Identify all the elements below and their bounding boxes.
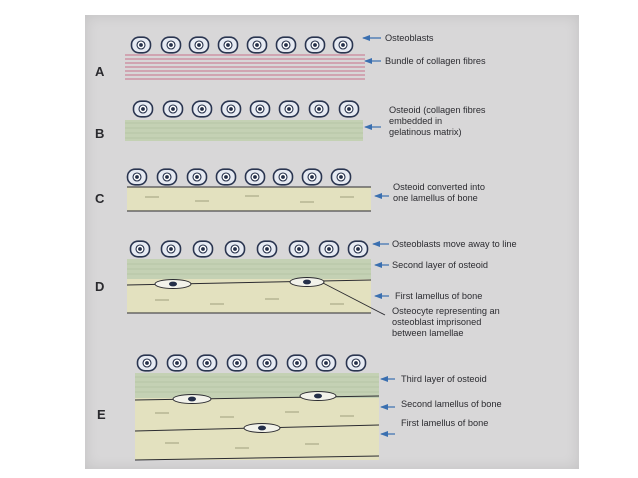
svg-text:Second layer of osteoid: Second layer of osteoid: [392, 260, 488, 270]
osteoblast-cell: [191, 100, 213, 118]
bone-formation-diagram: A Osteoblasts Bundle of collagen fibres: [95, 33, 517, 461]
panel-d: D: [95, 239, 517, 338]
osteocyte-d-right: [289, 277, 325, 287]
label-converted-c: Osteoid converted into one lamellus of b…: [374, 182, 488, 203]
svg-text:Osteoid (collagen fibres: Osteoid (collagen fibres embedded in gel…: [389, 105, 488, 137]
label-first-lamellus-e: First lamellus of bone: [380, 418, 488, 437]
svg-text:Osteocyte representing an: Osteocyte representing an osteoblast imp…: [392, 306, 502, 338]
osteoblast-cell: [136, 354, 158, 372]
osteoblast-cell: [246, 36, 268, 54]
collagen-bundle: [125, 54, 365, 80]
label-first-lamellus-d: First lamellus of bone: [374, 291, 482, 301]
panel-a: A Osteoblasts Bundle of collagen fibres: [95, 33, 486, 80]
osteoblast-cell: [220, 100, 242, 118]
osteoid-fibres-b: [125, 122, 363, 139]
osteoblast-cell: [224, 240, 246, 258]
label-second-osteoid-d: Second layer of osteoid: [374, 260, 488, 270]
label-second-lamellus-e: Second lamellus of bone: [380, 399, 502, 410]
osteoblast-cell: [256, 354, 278, 372]
panel-b: B Osteoid (collagen fibres embedded in g…: [95, 100, 488, 141]
diagram-page: A Osteoblasts Bundle of collagen fibres: [85, 15, 579, 469]
svg-text:First lamellus of bone: First lamellus of bone: [401, 418, 488, 428]
svg-text:First lamellus of bone: First lamellus of bone: [395, 291, 482, 301]
osteoblast-cell: [244, 168, 266, 186]
svg-text:Osteoblasts: Osteoblasts: [385, 33, 434, 43]
osteoblast-cell: [162, 100, 184, 118]
osteoblast-cell: [304, 36, 326, 54]
svg-text:Second lamellus of bone: Second lamellus of bone: [401, 399, 502, 409]
bone-dashes-d: [155, 298, 344, 305]
osteoblast-cell: [315, 354, 337, 372]
bone-dashes-e: [155, 411, 354, 449]
osteoblast-cell: [308, 100, 330, 118]
osteoblast-cell: [226, 354, 248, 372]
osteoid-layer-b: [125, 120, 363, 141]
osteoblast-cell: [332, 36, 354, 54]
label-osteoblasts-a: Osteoblasts: [362, 33, 434, 43]
panel-letter-d: D: [95, 279, 104, 294]
osteoblast-cell: [130, 36, 152, 54]
svg-text:Osteoid converted into: Osteoid converted into one lamellus of b…: [393, 182, 488, 203]
osteoblast-cell: [217, 36, 239, 54]
osteoblast-cell: [196, 354, 218, 372]
label-third-osteoid-e: Third layer of osteoid: [380, 374, 487, 384]
svg-text:Bundle of collagen fibres: Bundle of collagen fibres: [385, 56, 486, 66]
osteoblast-row-d: [129, 240, 369, 258]
label-move-away-d: Osteoblasts move away to line: [372, 239, 517, 249]
osteoblast-row-a: [130, 36, 354, 54]
osteoblast-cell: [126, 168, 148, 186]
label-collagen-a: Bundle of collagen fibres: [364, 56, 486, 66]
label-osteocyte-d: Osteocyte representing an osteoblast imp…: [322, 282, 502, 338]
bone-lamellus-c: [127, 187, 371, 211]
osteoblast-row-e: [136, 354, 367, 372]
osteoblast-cell: [338, 100, 360, 118]
osteoblast-cell: [347, 240, 369, 258]
osteoid-fibres-d: [127, 263, 371, 275]
osteoblast-cell: [160, 240, 182, 258]
osteoblast-cell: [345, 354, 367, 372]
osteocyte-e-left: [172, 394, 212, 404]
svg-text:Third layer of osteoid: Third layer of osteoid: [401, 374, 487, 384]
osteoblast-cell: [156, 168, 178, 186]
osteoid-fibres-e: [135, 376, 379, 393]
panel-c: C Osteoid converted into one lamellus of…: [95, 168, 488, 212]
osteoblast-cell: [288, 240, 310, 258]
osteoblast-cell: [286, 354, 308, 372]
panel-letter-a: A: [95, 64, 105, 79]
osteoblast-cell: [275, 36, 297, 54]
osteoblast-cell: [318, 240, 340, 258]
osteoblast-cell: [301, 168, 323, 186]
osteocyte-e-lower: [243, 423, 281, 433]
osteoblast-cell: [278, 100, 300, 118]
osteoblast-cell: [330, 168, 352, 186]
osteocyte-e-right: [299, 391, 337, 401]
osteoblast-row-c: [126, 168, 352, 186]
osteoblast-cell: [215, 168, 237, 186]
osteocyte-d-left: [154, 279, 192, 289]
osteoblast-cell: [256, 240, 278, 258]
osteoblast-cell: [160, 36, 182, 54]
bone-dashes-c: [145, 195, 354, 203]
label-osteoid-b: Osteoid (collagen fibres embedded in gel…: [364, 105, 488, 137]
panel-letter-b: B: [95, 126, 104, 141]
osteoblast-cell: [132, 100, 154, 118]
panel-letter-c: C: [95, 191, 105, 206]
osteoblast-cell: [188, 36, 210, 54]
osteoblast-cell: [129, 240, 151, 258]
osteoblast-cell: [192, 240, 214, 258]
panel-letter-e: E: [97, 407, 106, 422]
osteoblast-cell: [186, 168, 208, 186]
osteoblast-row-b: [132, 100, 360, 118]
panel-e: E: [97, 354, 502, 461]
svg-text:Osteoblasts move away to line: Osteoblasts move away to line: [392, 239, 517, 249]
osteoblast-cell: [272, 168, 294, 186]
osteoblast-cell: [166, 354, 188, 372]
osteoblast-cell: [249, 100, 271, 118]
